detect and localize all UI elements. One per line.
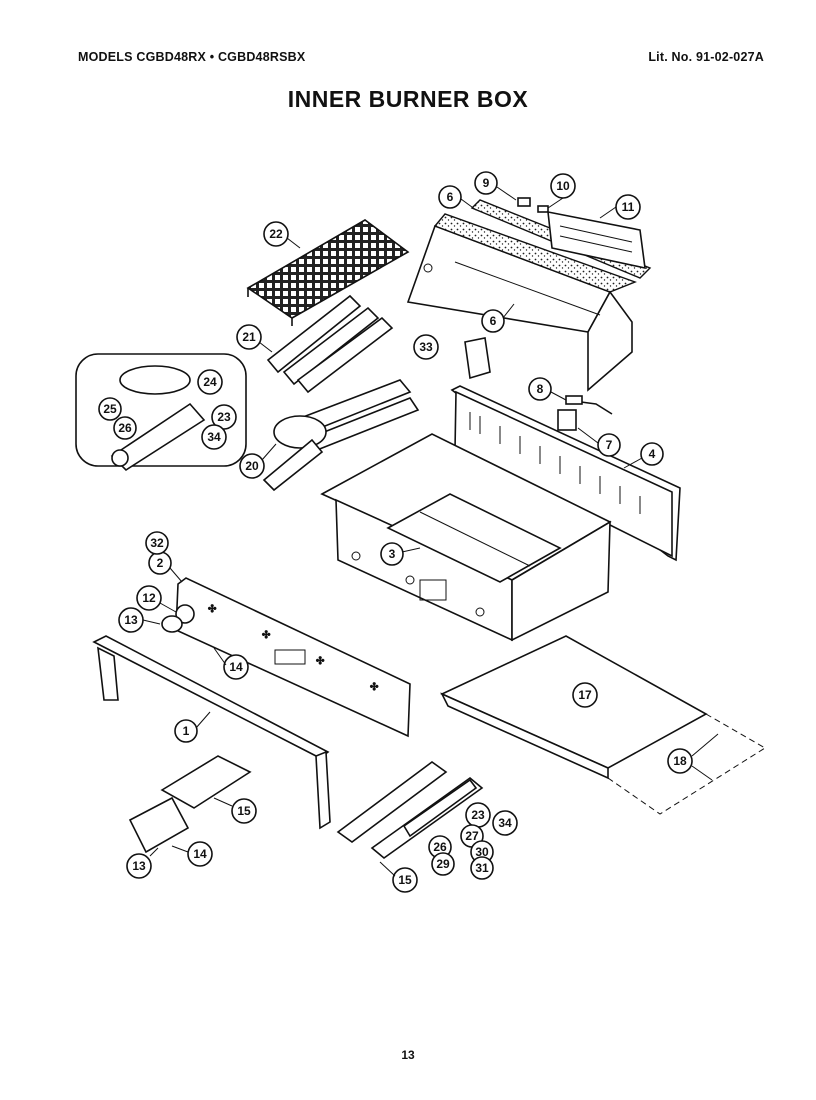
svg-text:14: 14 [193, 847, 207, 861]
callout-6b: 6 [481, 309, 505, 333]
svg-text:14: 14 [229, 660, 243, 674]
callout-3: 3 [380, 542, 404, 566]
grease-tray [440, 635, 766, 815]
svg-text:6: 6 [490, 314, 497, 328]
svg-text:25: 25 [103, 402, 117, 416]
page-number: 13 [401, 1048, 415, 1062]
svg-text:✣: ✣ [316, 656, 324, 667]
callout-23a: 23 [211, 404, 237, 430]
svg-text:34: 34 [498, 816, 512, 830]
control-panel: ✣ ✣ ✣ ✣ [175, 577, 411, 738]
svg-text:13: 13 [124, 613, 138, 627]
callout-21: 21 [236, 324, 262, 350]
svg-text:18: 18 [673, 754, 687, 768]
svg-text:17: 17 [578, 688, 592, 702]
inset-detail [75, 353, 247, 472]
svg-text:8: 8 [537, 382, 544, 396]
svg-text:22: 22 [269, 227, 283, 241]
firebox [320, 433, 612, 642]
callout-1: 1 [174, 719, 198, 743]
svg-text:13: 13 [132, 859, 146, 873]
svg-text:2: 2 [157, 556, 164, 570]
svg-text:✣: ✣ [208, 604, 216, 615]
callout-13b: 13 [126, 853, 152, 879]
svg-text:15: 15 [398, 873, 412, 887]
callout-33: 33 [413, 334, 439, 360]
svg-text:1: 1 [183, 724, 190, 738]
callout-34b: 34 [492, 810, 518, 836]
svg-text:31: 31 [475, 861, 489, 875]
svg-text:27: 27 [465, 829, 479, 843]
svg-text:✣: ✣ [262, 630, 270, 641]
svg-text:23: 23 [471, 808, 485, 822]
svg-text:12: 12 [142, 591, 156, 605]
callout-26a: 26 [113, 416, 137, 440]
lower-burner [336, 761, 484, 860]
callout-14b: 14 [187, 841, 213, 867]
svg-text:6: 6 [447, 190, 454, 204]
callout-34a: 34 [201, 424, 227, 450]
callout-10: 10 [550, 173, 576, 199]
page-title: INNER BURNER BOX [287, 86, 529, 112]
svg-text:7: 7 [606, 438, 613, 452]
rear-louvered-panel [450, 385, 681, 562]
svg-text:21: 21 [242, 330, 256, 344]
callout-23b: 23 [465, 802, 491, 828]
callout-7: 7 [597, 433, 621, 457]
svg-text:3: 3 [389, 547, 396, 561]
svg-text:10: 10 [556, 179, 570, 193]
callout-12: 12 [136, 585, 162, 611]
svg-text:20: 20 [245, 459, 259, 473]
bracket [464, 337, 491, 380]
callout-25: 25 [98, 397, 122, 421]
cooking-grate [246, 219, 410, 326]
svg-text:23: 23 [217, 410, 231, 424]
svg-text:11: 11 [622, 200, 635, 214]
callout-31: 31 [470, 856, 494, 880]
callout-29: 29 [431, 852, 455, 876]
callout-32: 32 [145, 531, 169, 555]
svg-text:26: 26 [118, 421, 132, 435]
ignitor-parts [557, 395, 613, 431]
callout-6a: 6 [438, 185, 462, 209]
callout-4: 4 [640, 442, 664, 466]
callout-8: 8 [528, 377, 552, 401]
front-frame [92, 635, 331, 830]
svg-text:15: 15 [237, 804, 251, 818]
svg-text:32: 32 [150, 536, 164, 550]
svg-text:26: 26 [433, 840, 447, 854]
callout-17: 17 [572, 682, 598, 708]
svg-text:33: 33 [419, 340, 433, 354]
callout-30: 30 [470, 840, 494, 864]
callout-13a: 13 [118, 607, 144, 633]
burner-assembly [262, 294, 420, 492]
literature-number: Lit. No. 91-02-027A [648, 50, 764, 64]
callout-11: 11 [615, 194, 641, 220]
models-header: MODELS CGBD48RX • CGBD48RSBX [78, 50, 306, 64]
callout-14a: 14 [223, 654, 249, 680]
callout-15b: 15 [392, 867, 418, 893]
svg-text:9: 9 [483, 176, 490, 190]
svg-text:34: 34 [207, 430, 221, 444]
lower-left-parts [128, 755, 252, 854]
svg-text:24: 24 [203, 375, 217, 389]
svg-text:✣: ✣ [370, 682, 378, 693]
callout-20: 20 [239, 453, 265, 479]
callout-9: 9 [474, 171, 498, 195]
control-knob [161, 604, 195, 633]
callout-2: 2 [148, 551, 172, 575]
callout-18: 18 [667, 748, 693, 774]
svg-text:29: 29 [436, 857, 450, 871]
callout-15a: 15 [231, 798, 257, 824]
svg-text:30: 30 [475, 845, 489, 859]
svg-text:4: 4 [649, 447, 656, 461]
callout-24: 24 [197, 369, 223, 395]
control-parts [517, 197, 646, 270]
callout-22: 22 [263, 221, 289, 247]
